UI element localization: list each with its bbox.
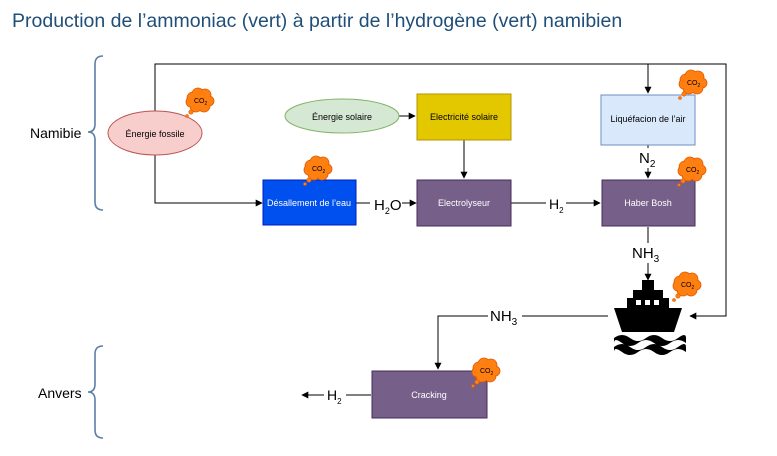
co2-label: CO2	[687, 80, 701, 89]
node-haber-bosch[interactable]: Haber Bosh	[601, 179, 696, 227]
node-liquefaction[interactable]: Liquéfacion de l’air	[600, 94, 696, 146]
co2-cloud-icon: CO2	[672, 271, 702, 302]
node-dessalement[interactable]: Désallement de l’eau	[262, 179, 357, 226]
namibie-bracket	[87, 55, 104, 211]
co2-label: CO2	[312, 166, 326, 175]
node-cracking[interactable]: Cracking	[371, 370, 488, 419]
edge-label-h2-electrolyseur: H2	[549, 196, 564, 215]
edge-label-nh3-haber: NH3	[632, 245, 660, 265]
edge-fossile-to-liquefaction	[154, 63, 652, 113]
node-label-electrolyseur: Electrolyseur	[438, 198, 490, 208]
edge-top-to-ship	[648, 63, 727, 320]
co2-label: CO2	[194, 98, 208, 107]
node-label-energie-solaire: Énergie solaire	[312, 112, 372, 122]
edge-label-h2-cracking: H2	[327, 387, 342, 406]
node-label-haber-bosch: Haber Bosh	[624, 198, 672, 208]
co2-cloud-icon: CO2	[471, 357, 501, 388]
edge-label-n2: N2	[639, 150, 656, 170]
ship-icon	[614, 280, 686, 355]
node-energie-fossile[interactable]: Énergie fossile	[107, 110, 203, 156]
co2-label: CO2	[686, 167, 700, 176]
co2-cloud-icon: CO2	[678, 69, 708, 100]
node-label-electricite-solaire: Electricité solaire	[430, 112, 498, 122]
co2-label: CO2	[681, 282, 695, 291]
node-electricite-solaire[interactable]: Electricité solaire	[416, 93, 512, 141]
region-label-anvers: Anvers	[38, 385, 82, 401]
node-electrolyseur[interactable]: Electrolyseur	[416, 179, 512, 227]
region-label-namibie: Namibie	[30, 125, 82, 141]
edge-ship-to-cracking	[434, 315, 608, 370]
edge-label-nh3-ship: NH3	[490, 308, 518, 328]
node-label-liquefaction: Liquéfacion de l’air	[610, 114, 685, 124]
anvers-bracket	[87, 345, 104, 439]
edge-fossile-to-dessalement	[154, 155, 263, 207]
co2-cloud-icon: CO2	[677, 156, 707, 187]
node-energie-solaire[interactable]: Énergie solaire	[284, 98, 400, 134]
node-label-energie-fossile: Énergie fossile	[125, 129, 184, 139]
edge-label-h2o: H2O	[374, 197, 402, 216]
co2-cloud-icon: CO2	[185, 87, 215, 118]
page-title: Production de l’ammoniac (vert) à partir…	[12, 10, 623, 32]
node-label-dessalement: Désallement de l’eau	[267, 198, 351, 208]
co2-cloud-icon: CO2	[303, 155, 333, 186]
co2-label: CO2	[480, 368, 494, 377]
node-label-cracking: Cracking	[411, 390, 447, 400]
